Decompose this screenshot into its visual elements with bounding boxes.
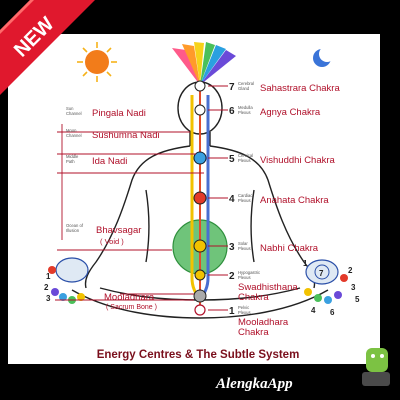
chakra-name-line2: Chakra — [238, 292, 269, 303]
chakra-sub1: Pelvic — [238, 305, 249, 310]
right-hand-number: 3 — [351, 283, 356, 292]
chakra-name: Swadhisthana — [238, 282, 298, 293]
watermark-text: AlengkaApp — [215, 376, 293, 392]
right-hand-number: 7 — [319, 269, 324, 278]
channel-name: Bhavsagar — [96, 225, 141, 236]
channel-sub1: Middle — [66, 154, 79, 159]
moon-icon — [313, 46, 335, 67]
chakra-sub1: Hypogastric — [238, 270, 260, 275]
right-hand-number: 4 — [311, 306, 316, 315]
chakra-number: 3 — [229, 242, 235, 253]
chakra-name: Agnya Chakra — [260, 107, 321, 118]
chakra-labels: 7 Cerebral Gland Sahastrara Chakra 6 Med… — [229, 81, 340, 338]
channel-sub1: Sun — [66, 106, 74, 111]
chakra-number: 5 — [229, 154, 235, 165]
chakra-number: 7 — [229, 82, 235, 93]
chakra-name: Nabhi Chakra — [260, 243, 319, 254]
channel-sub2: Channel — [66, 133, 82, 138]
chakra-sub2: Plexus — [238, 310, 251, 315]
right-hand-number: 1 — [303, 259, 308, 268]
mooladhara-left-note: ( Sacrum Bone ) — [106, 304, 157, 311]
chakra-sub1: Cerebral — [238, 81, 254, 86]
chakra-number: 6 — [229, 106, 235, 117]
channel-sub1: Ocean of — [66, 223, 84, 228]
body-outline — [71, 81, 329, 319]
left-hand-number: 1 — [46, 272, 51, 281]
chakra-points — [193, 80, 207, 316]
right-hand-number: 5 — [355, 295, 360, 304]
right-hand-number: 2 — [348, 266, 353, 275]
chakra-name-line2: Chakra — [238, 327, 269, 338]
channel-name: Sushumna Nadi — [92, 130, 160, 141]
chakra-sub1: Solar — [238, 241, 248, 246]
hand-numbers: 1 2 3 7 1 2 3 4 5 6 — [44, 259, 360, 317]
chakra-sub2: Plexus — [238, 110, 251, 115]
chakra-number: 2 — [229, 271, 235, 282]
right-hand-number: 6 — [330, 308, 335, 317]
channel-sub2: Channel — [66, 111, 82, 116]
channel-note: ( Void ) — [100, 237, 124, 246]
chakra-sub2: Plexus — [238, 198, 251, 203]
mooladhara-left-label: Mooladhara — [104, 292, 155, 303]
channel-name: Pingala Nadi — [92, 108, 146, 119]
android-robot-icon — [362, 348, 390, 386]
chakra-name: Anahata Chakra — [260, 195, 329, 206]
chakra-number: 1 — [229, 306, 235, 317]
chakra-name: Vishuddhi Chakra — [260, 155, 336, 166]
channel-name: Ida Nadi — [92, 156, 127, 167]
chakra-sub2: Plexus — [238, 246, 251, 251]
chakra-sub2: Plexus — [238, 275, 251, 280]
left-hand — [48, 257, 89, 304]
channel-sub1: Moon — [66, 128, 77, 133]
right-leader-lines — [208, 85, 228, 311]
watermark: AlengkaApp — [215, 348, 390, 392]
chakra-name: Mooladhara — [238, 317, 289, 328]
left-hand-number: 3 — [46, 294, 51, 303]
chakra-number: 4 — [229, 194, 235, 205]
left-hand-number: 2 — [44, 283, 49, 292]
left-leader-lines — [55, 124, 204, 301]
sun-icon — [77, 42, 117, 82]
chakra-sub1: Cardiac — [238, 193, 252, 198]
chakra-sub1: Medulla — [238, 105, 253, 110]
chakra-sub1: Cervical — [238, 153, 253, 158]
chakra-name: Sahastrara Chakra — [260, 83, 340, 94]
channel-sub2: Path — [66, 159, 75, 164]
channel-labels: Sun Channel Pingala Nadi Moon Channel Su… — [66, 106, 160, 311]
chakra-sub2: Plexus — [238, 158, 251, 163]
channel-sub2: Illusion — [66, 228, 80, 233]
diagram-caption: Energy Centres & The Subtle System — [97, 349, 300, 361]
right-hand — [304, 259, 348, 304]
crown-rays-icon — [172, 42, 236, 85]
chakra-sub2: Gland — [238, 86, 250, 91]
